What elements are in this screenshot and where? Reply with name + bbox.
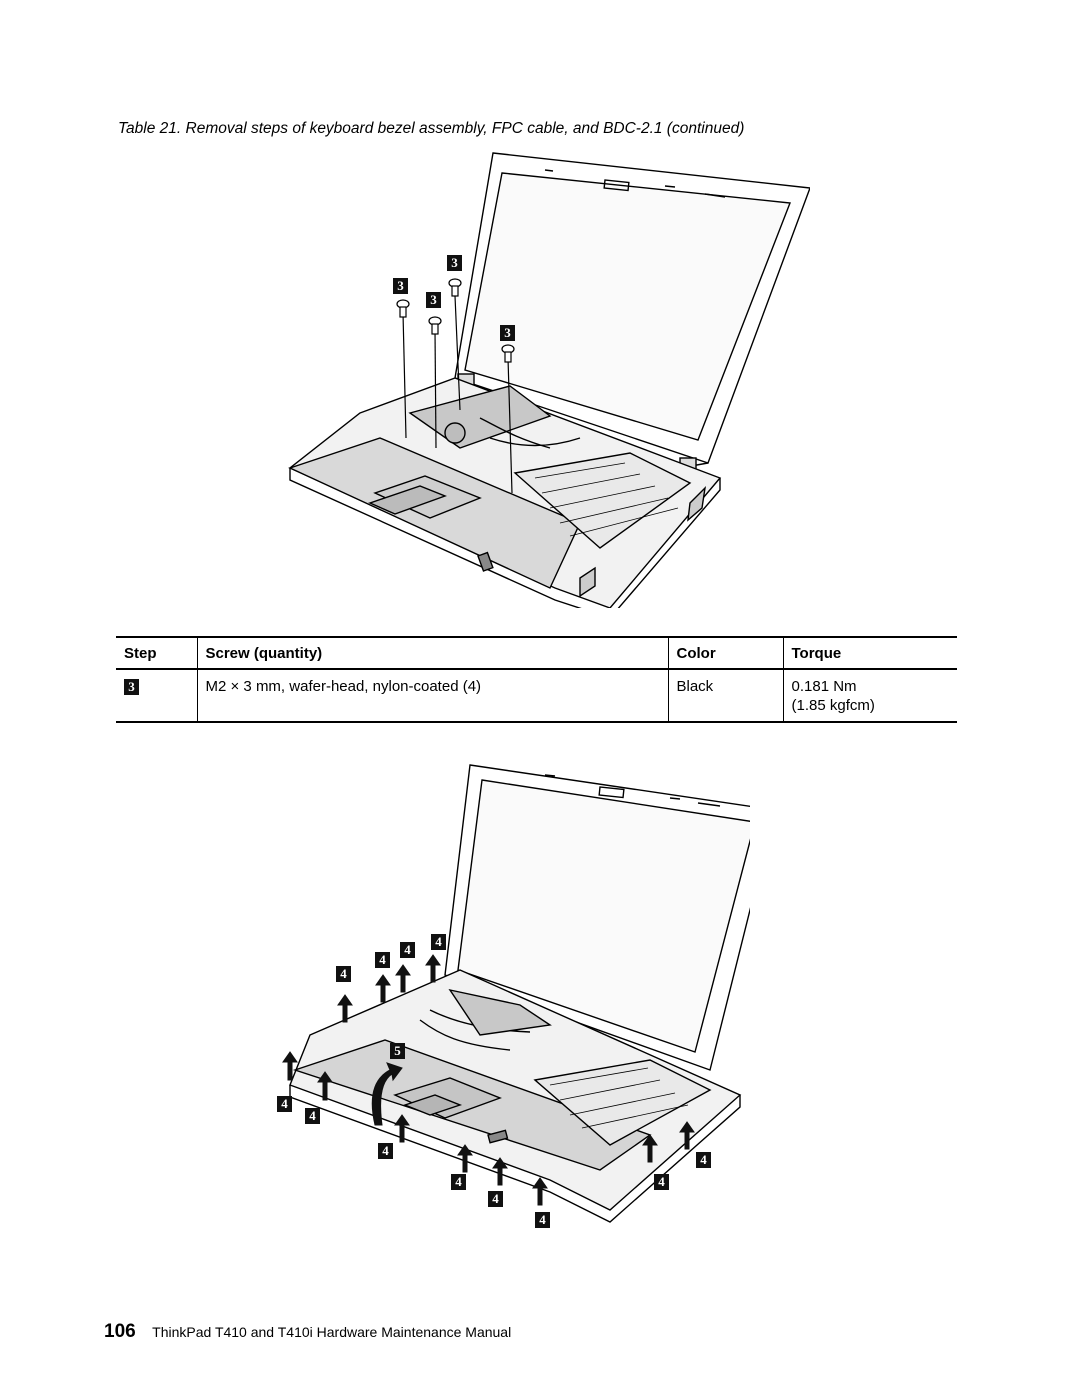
callout-step-3: 3 <box>393 278 408 294</box>
color-cell: Black <box>667 669 783 723</box>
screw-cell: M2 × 3 mm, wafer-head, nylon-coated (4) <box>196 669 668 723</box>
page-number: 106 <box>104 1321 136 1342</box>
callout-step-3: 3 <box>426 292 441 308</box>
header-color: Color <box>667 636 783 670</box>
callout-step-4: 4 <box>305 1108 320 1124</box>
header-screw-quantity: Screw (quantity) <box>196 636 668 670</box>
table-caption: Table 21. Removal steps of keyboard beze… <box>118 120 745 137</box>
laptop-screw-removal-illustration <box>288 152 810 608</box>
torque-nm: 0.181 Nm <box>791 678 857 695</box>
callout-step-4: 4 <box>378 1143 393 1159</box>
callout-step-4: 4 <box>488 1191 503 1207</box>
callout-step-4: 4 <box>277 1096 292 1112</box>
torque-kgfcm: (1.85 kgfcm) <box>791 697 875 714</box>
table-row: 3 M2 × 3 mm, wafer-head, nylon-coated (4… <box>116 669 957 723</box>
callout-step-4: 4 <box>400 942 415 958</box>
step-number-badge: 3 <box>124 679 139 695</box>
callout-step-4: 4 <box>654 1174 669 1190</box>
table-header-row: Step Screw (quantity) Color Torque <box>116 636 957 670</box>
callout-step-4: 4 <box>336 966 351 982</box>
callout-step-3: 3 <box>447 255 462 271</box>
callout-step-5: 5 <box>390 1043 405 1059</box>
step-cell: 3 <box>116 669 197 723</box>
callout-step-4: 4 <box>451 1174 466 1190</box>
callout-step-4: 4 <box>696 1152 711 1168</box>
book-title: ThinkPad T410 and T410i Hardware Mainten… <box>152 1324 512 1340</box>
callout-step-3: 3 <box>500 325 515 341</box>
callout-step-4: 4 <box>431 934 446 950</box>
page-footer: 106 ThinkPad T410 and T410i Hardware Mai… <box>104 1321 511 1343</box>
header-step: Step <box>116 636 197 670</box>
header-torque: Torque <box>782 636 957 670</box>
screw-specification-table: Step Screw (quantity) Color Torque 3 M2 … <box>116 636 957 723</box>
callout-step-4: 4 <box>535 1212 550 1228</box>
keyboard-bezel-removal-illustration <box>282 764 750 1223</box>
callout-step-4: 4 <box>375 952 390 968</box>
torque-cell: 0.181 Nm (1.85 kgfcm) <box>782 669 957 723</box>
